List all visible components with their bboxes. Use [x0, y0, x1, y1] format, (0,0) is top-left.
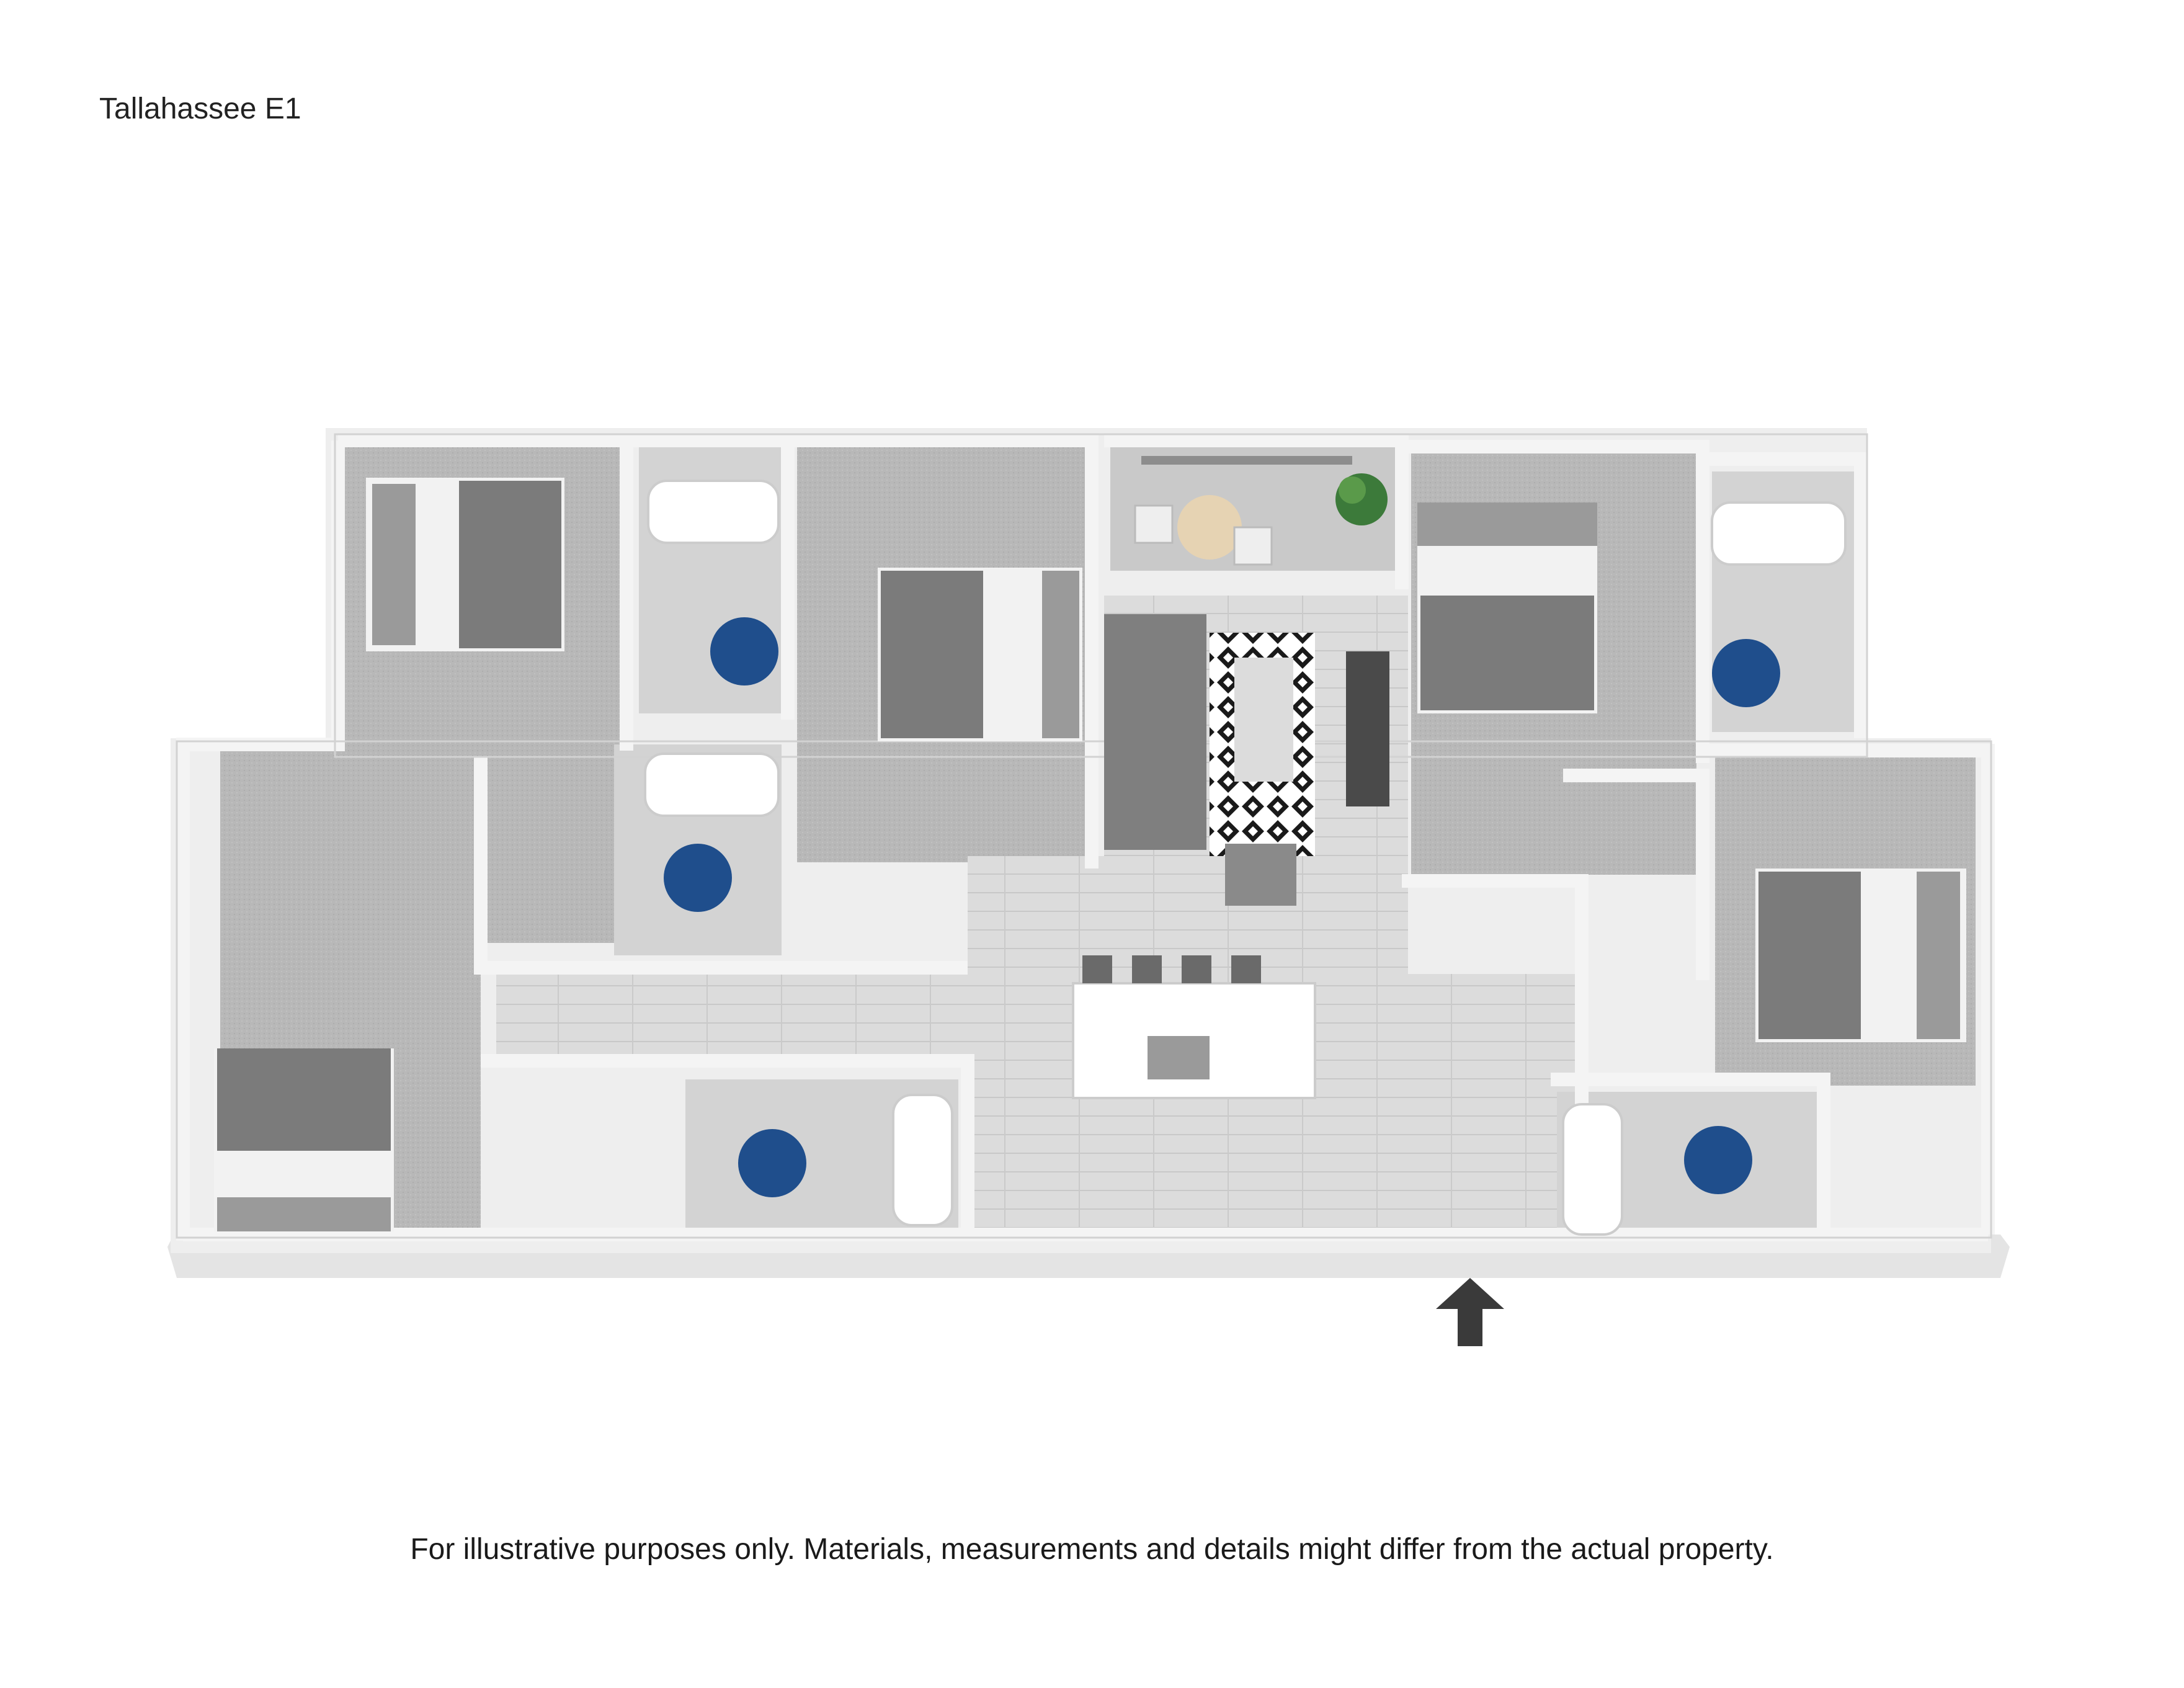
bed-icon — [214, 1048, 394, 1231]
sink-icon — [1148, 1036, 1210, 1079]
balcony — [1110, 447, 1396, 571]
bed-icon — [1417, 502, 1597, 713]
bed-icon — [1755, 869, 1966, 1042]
entry-arrow-icon — [1436, 1278, 1504, 1346]
bathtubs — [644, 480, 1847, 1236]
page-title: Tallahassee E1 — [99, 92, 301, 125]
wall-edges — [176, 433, 1992, 1239]
walls — [176, 434, 1995, 1241]
bath-rug-icon — [664, 617, 1780, 1197]
sofa — [1104, 614, 1206, 850]
balcony-table — [1177, 495, 1242, 560]
armchair — [1225, 844, 1296, 906]
bed-icon — [878, 568, 1082, 741]
plant-icon — [1335, 473, 1388, 525]
tv-stand — [1346, 651, 1389, 806]
disclaimer-text: For illustrative purposes only. Material… — [410, 1533, 1774, 1566]
coffee-table — [1234, 658, 1293, 782]
living-room — [1104, 614, 1389, 906]
bed-icon — [366, 478, 564, 651]
kitchen-island — [1072, 955, 1316, 1099]
